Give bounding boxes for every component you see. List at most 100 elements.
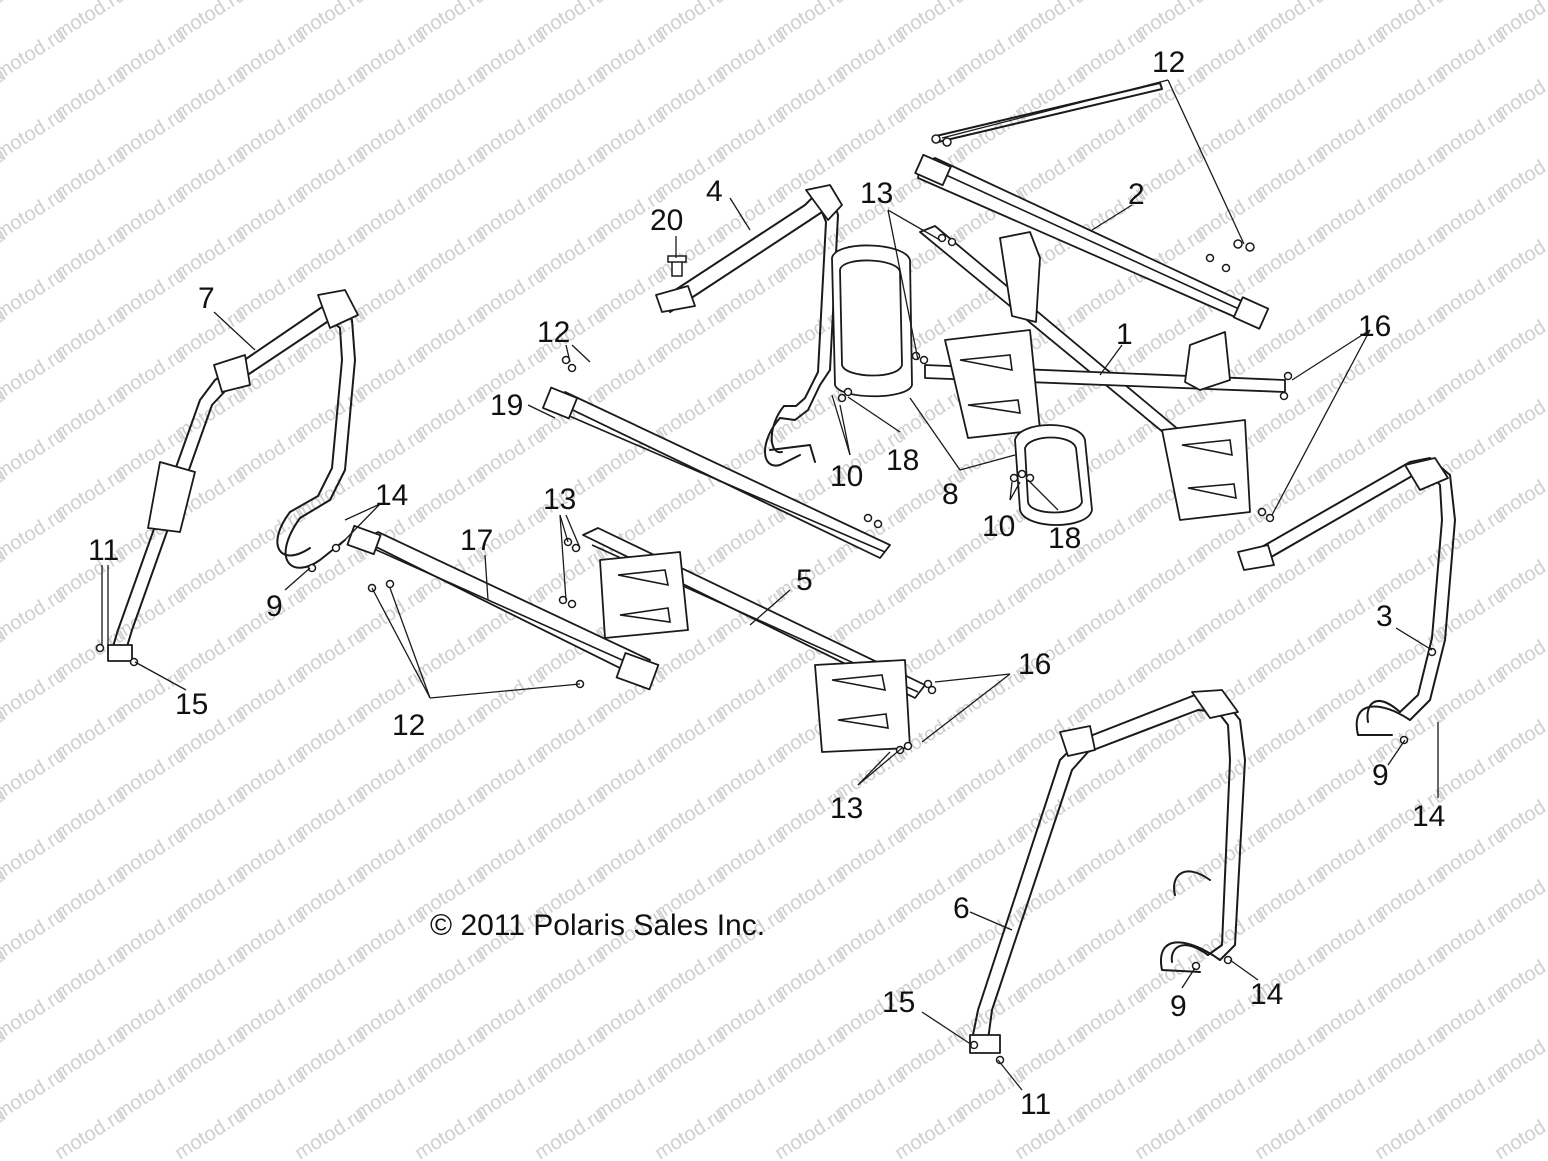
fastener — [863, 513, 873, 523]
fastener — [1009, 473, 1019, 483]
callout-14: 14 — [1250, 978, 1283, 1011]
watermark-text: motod.ru — [0, 24, 70, 84]
callout-15: 15 — [175, 688, 208, 721]
fastener — [947, 237, 957, 247]
callout-18: 18 — [1048, 522, 1081, 555]
watermark-text: motod.ru — [0, 0, 10, 44]
fastener — [843, 387, 853, 397]
callout-9: 9 — [1372, 759, 1389, 792]
watermark-text: motod.ru — [0, 904, 70, 964]
watermark-text: motod.ru — [1371, 1104, 1450, 1161]
fastener — [1223, 955, 1233, 965]
watermark-text: motod.ru — [51, 1104, 130, 1161]
watermark-text: motod.ru — [0, 744, 70, 804]
part-8-reflector-upper — [831, 244, 913, 398]
watermark-text: motod.ru — [411, 1104, 490, 1161]
fastener — [1427, 647, 1437, 657]
watermark-text: motod.ru — [1131, 1104, 1210, 1161]
fastener — [937, 233, 947, 243]
fastener — [1205, 253, 1215, 263]
fastener — [567, 599, 577, 609]
fastener — [919, 355, 929, 365]
fastener — [385, 579, 395, 589]
leader-lines — [101, 79, 1439, 1091]
callout-5: 5 — [796, 564, 813, 597]
callout-12: 12 — [537, 316, 570, 349]
callout-16: 16 — [1358, 310, 1391, 343]
part-19-center-crossbar — [541, 386, 891, 559]
part-17-lower-bar — [346, 524, 660, 691]
fastener — [873, 519, 883, 529]
part-6-front-roll-bar — [969, 689, 1246, 1054]
watermark-text: motod.ru — [651, 1104, 730, 1161]
callout-11: 11 — [88, 534, 119, 567]
watermark-text: motod.ru — [0, 584, 70, 644]
fastener — [558, 595, 568, 605]
callout-13: 13 — [543, 483, 576, 516]
fastener — [911, 351, 921, 361]
watermark-text: motod.ru — [0, 824, 70, 884]
callout-17: 17 — [460, 524, 493, 557]
watermark-text: motod.ru — [0, 1064, 70, 1124]
callout-13: 13 — [830, 792, 863, 825]
callout-13: 13 — [860, 177, 893, 210]
watermark-text: motod.ru — [0, 504, 70, 564]
fastener — [307, 563, 317, 573]
callout-14: 14 — [1412, 800, 1445, 833]
fastener — [837, 393, 847, 403]
fastener — [903, 741, 913, 751]
watermark-text: motod.ru — [171, 1104, 250, 1161]
fastener — [1221, 263, 1231, 273]
part-5-front-panel-assembly — [582, 527, 926, 753]
part-20-bolt — [667, 255, 687, 277]
callout-20: 20 — [650, 204, 683, 237]
part-2-rear-crossbar — [914, 153, 1270, 330]
callout-6: 6 — [953, 892, 970, 925]
callout-1: 1 — [1116, 318, 1133, 351]
callout-2: 2 — [1128, 178, 1145, 211]
fastener — [567, 363, 577, 373]
part-1-rear-panel-assembly — [919, 225, 1286, 521]
fastener — [95, 643, 105, 653]
callout-3: 3 — [1376, 600, 1393, 633]
watermark-text: motod.ru — [1251, 1104, 1330, 1161]
callout-8: 8 — [942, 478, 959, 511]
watermark-text: motod.ru — [1491, 1104, 1548, 1161]
watermark-text: motod.ru — [0, 344, 70, 404]
callout-15: 15 — [882, 986, 915, 1019]
callout-10: 10 — [830, 460, 863, 493]
fastener — [129, 657, 139, 667]
part-8-reflector-lower — [1014, 424, 1093, 526]
watermark-text: motod.ru — [0, 424, 70, 484]
watermark-text: motod.ru — [0, 264, 70, 324]
callout-labels: 1 2 3 4 5 6 7 8 9 9 9 10 10 11 11 12 12 … — [88, 46, 1445, 1121]
part-3-right-roll-bar — [1237, 457, 1456, 736]
watermark-text: motod.ru — [891, 1104, 970, 1161]
callout-14: 14 — [375, 479, 408, 512]
copyright-notice: © 2011 Polaris Sales Inc. — [430, 909, 765, 942]
fastener — [923, 679, 933, 689]
callout-11: 11 — [1020, 1088, 1051, 1121]
watermark-text: motod.ru — [0, 664, 70, 724]
callout-19: 19 — [490, 389, 523, 422]
callout-12: 12 — [1152, 46, 1185, 79]
callout-12: 12 — [392, 709, 425, 742]
callout-16: 16 — [1018, 648, 1051, 681]
fastener — [1257, 507, 1267, 517]
callout-18: 18 — [886, 444, 919, 477]
fastener — [1279, 391, 1289, 401]
watermark-text: motod.ru — [771, 1104, 850, 1161]
callout-7: 7 — [198, 282, 215, 315]
watermark-text: motod.ru — [291, 1104, 370, 1161]
watermark-text: motod.ru — [0, 104, 70, 164]
fastener — [1265, 513, 1275, 523]
part-7-left-roll-bar — [107, 289, 359, 662]
callout-4: 4 — [706, 175, 723, 208]
watermark-text: motod.ru — [0, 0, 70, 4]
fastener — [927, 685, 937, 695]
callout-9: 9 — [1170, 990, 1187, 1023]
fastener — [1399, 735, 1409, 745]
watermark-text: motod.ru — [531, 1104, 610, 1161]
